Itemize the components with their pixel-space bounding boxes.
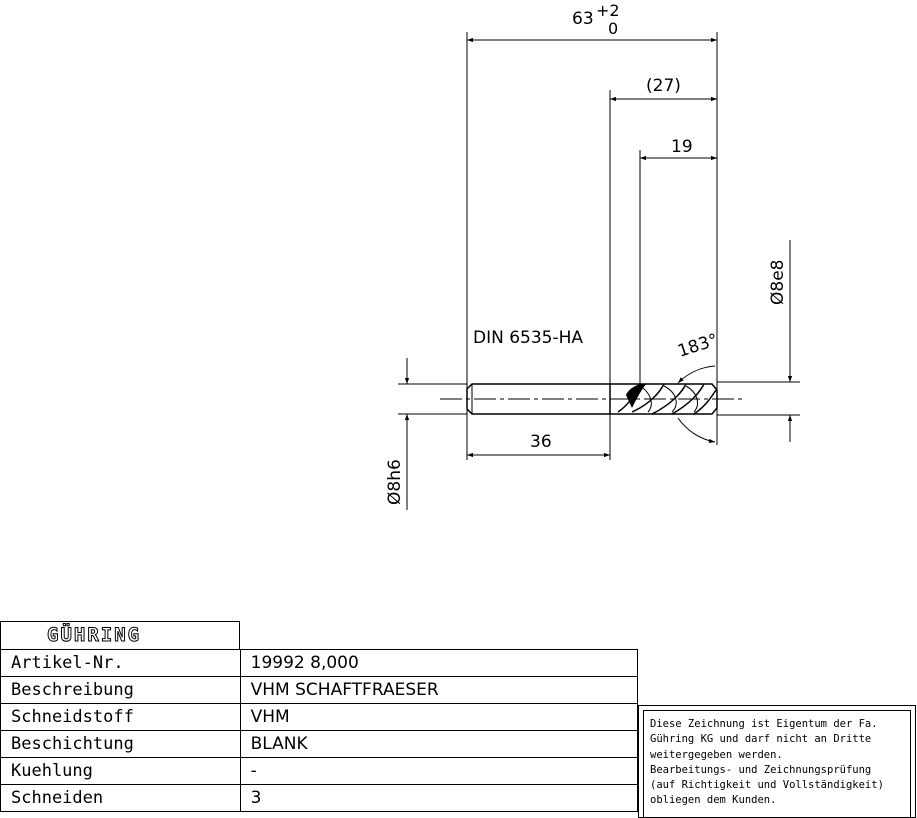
- notice-line: (auf Richtigkeit und Vollständigkeit): [650, 779, 884, 792]
- tool-drawing: 63 +2 0 (27) 19 36 DIN 6535-HA Ø8e8 Ø8h6…: [385, 1, 800, 510]
- dim-shank-diameter: Ø8h6: [385, 459, 405, 505]
- notice-line: Diese Zeichnung ist Eigentum der Fa.: [650, 718, 878, 730]
- property-label: Schneiden: [0, 784, 241, 812]
- property-value: VHM: [239, 703, 639, 731]
- property-label: Beschichtung: [0, 730, 241, 758]
- tool-cutting-part: [610, 383, 718, 415]
- angle-arc-lower: [677, 417, 716, 443]
- flute-edge-3: [685, 385, 698, 413]
- dim-tolerance-upper: +2: [596, 1, 620, 20]
- property-value: -: [239, 757, 639, 785]
- notice-line: Gühring KG und darf nicht an Dritte: [650, 733, 872, 746]
- flute-helix-5: [693, 389, 717, 415]
- dim-flute-length: (27): [646, 76, 681, 96]
- dim-tolerance-lower: 0: [608, 19, 618, 38]
- guehring-logo: GÜHRING: [46, 624, 142, 647]
- notice-line: weitergegeben werden.: [650, 748, 783, 761]
- flute-fill: [626, 384, 646, 408]
- angle-arc: [677, 365, 716, 384]
- dim-cut-length: 19: [671, 137, 693, 157]
- table-row: Kuehlung-: [0, 757, 639, 785]
- table-row: Artikel-Nr.19992 8,000: [0, 649, 639, 677]
- property-label: Artikel-Nr.: [0, 649, 241, 677]
- property-label: Beschreibung: [0, 676, 241, 704]
- property-value: VHM SCHAFTFRAESER: [239, 676, 639, 704]
- copyright-notice: Diese Zeichnung ist Eigentum der Fa. Gühr…: [638, 705, 916, 818]
- logo-row: GÜHRING: [0, 621, 240, 649]
- dim-shank-length: 36: [530, 432, 552, 452]
- dim-total-length: 63: [572, 9, 594, 29]
- property-label: Schneidstoff: [0, 703, 241, 731]
- dim-point-angle: 183°: [675, 330, 720, 362]
- flute-helix-2: [631, 383, 665, 413]
- notice-line: obliegen dem Kunden.: [650, 794, 777, 807]
- property-value: 3: [239, 784, 639, 812]
- notice-line: Bearbeitungs- und Zeichnungsprüfung: [650, 763, 872, 776]
- property-value: 19992 8,000: [239, 649, 639, 677]
- standard-label: DIN 6535-HA: [473, 328, 583, 348]
- property-value: BLANK: [239, 730, 639, 758]
- flute-helix-4: [671, 383, 705, 415]
- notice-text-box: Diese Zeichnung ist Eigentum der Fa. Gühr…: [643, 710, 911, 817]
- flute-edge-2: [663, 385, 677, 413]
- property-label: Kuehlung: [0, 757, 241, 785]
- dim-cutting-diameter: Ø8e8: [768, 260, 788, 305]
